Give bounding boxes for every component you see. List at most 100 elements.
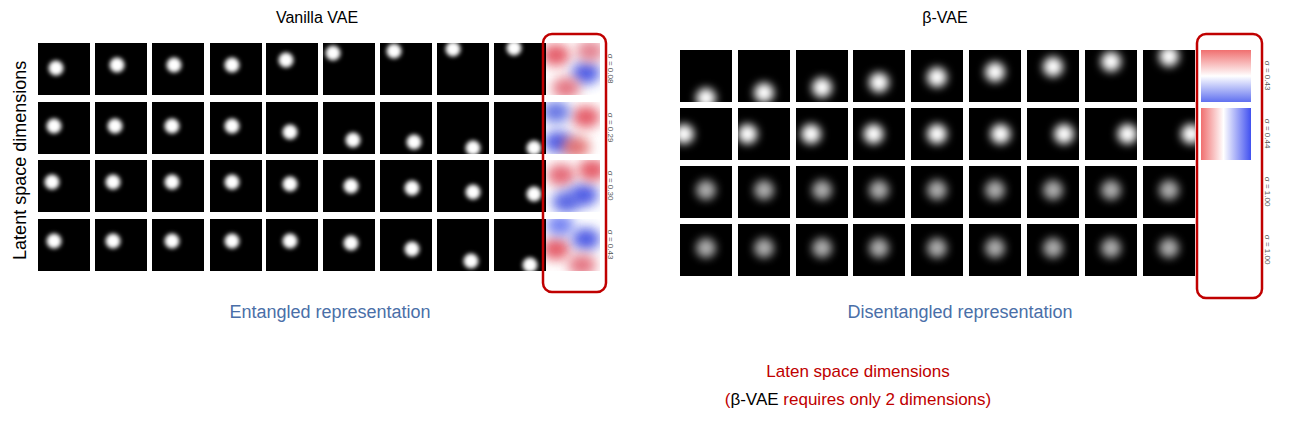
image-ground: [323, 160, 375, 212]
blob: [812, 238, 832, 258]
image-ground: [152, 219, 204, 271]
blob: [812, 180, 832, 200]
sample-image: [738, 166, 790, 218]
panel-title: Vanilla VAE: [276, 9, 358, 27]
image-ground: [323, 102, 375, 154]
sigma-value: σ = 0.29: [606, 113, 615, 143]
image-ground: [95, 160, 147, 212]
sample-image: [911, 50, 963, 102]
heat-blob: [572, 106, 600, 128]
blob: [1101, 52, 1121, 72]
blob: [466, 141, 481, 155]
blob: [754, 238, 774, 258]
blob: [225, 58, 240, 73]
note-part: (: [725, 390, 731, 409]
heat-blob: [572, 228, 600, 250]
blob: [1159, 180, 1179, 200]
heat-blob: [546, 102, 570, 123]
blob: [1043, 180, 1063, 200]
representation-caption: Disentangled representation: [847, 302, 1072, 323]
sample-image: [911, 224, 963, 276]
blob: [864, 124, 884, 144]
image-ground: [210, 102, 262, 154]
blob: [387, 44, 402, 59]
sample-image: [1143, 46, 1195, 102]
blob: [869, 238, 889, 258]
sample-image: [1143, 166, 1195, 218]
blob: [1043, 238, 1063, 258]
blob: [1159, 50, 1179, 66]
sample-image: [266, 43, 318, 95]
image-ground: [437, 43, 489, 95]
panel-title: β-VAE: [922, 9, 967, 27]
blob: [165, 234, 180, 249]
image-ground: [1085, 166, 1137, 218]
sample-image: [323, 160, 375, 212]
blob: [344, 236, 359, 251]
sample-image: [323, 43, 375, 95]
sample-image: [1027, 50, 1079, 102]
blob: [405, 242, 420, 257]
blob: [464, 254, 479, 269]
sample-image: [266, 102, 318, 154]
sample-image: [437, 42, 489, 96]
image-ground: [969, 224, 1021, 276]
blob: [927, 67, 947, 87]
image-ground: [95, 219, 147, 271]
sigma-value: σ = 0.30: [606, 171, 615, 201]
heat-blob: [546, 238, 570, 260]
image-ground: [437, 219, 489, 271]
sample-image: [796, 224, 848, 276]
image-ground: [38, 160, 90, 212]
sigma-value: σ = 0.08: [606, 54, 615, 84]
blob: [165, 119, 180, 134]
sample-image: [969, 224, 1021, 276]
heatmap: [546, 219, 600, 271]
sample-image: [853, 224, 905, 276]
image-ground: [380, 219, 432, 271]
heat-blob: [552, 191, 580, 212]
blob: [991, 124, 1011, 144]
sigma-value: σ = 0.43: [606, 230, 615, 260]
blob: [869, 72, 889, 92]
image-ground: [911, 166, 963, 218]
heatmap: [1201, 108, 1251, 160]
image-ground: [1027, 50, 1079, 102]
image-ground: [853, 166, 905, 218]
sample-image: [38, 219, 90, 271]
sample-image: [1027, 166, 1079, 218]
sample-image: [494, 219, 546, 273]
image-ground: [323, 219, 375, 271]
sample-image: [494, 41, 546, 96]
note-text: (β-VAE requires only 2 dimensions): [725, 390, 991, 410]
sample-image: [380, 43, 432, 95]
image-ground: [266, 160, 318, 212]
sample-image: [1085, 166, 1137, 218]
image-ground: [680, 224, 732, 276]
image-ground: [380, 43, 432, 95]
image-ground: [437, 102, 489, 154]
blob: [1101, 180, 1121, 200]
sample-image: [380, 219, 432, 271]
sample-image: [853, 50, 905, 102]
image-ground: [210, 219, 262, 271]
sample-image: [152, 219, 204, 271]
sample-image: [152, 43, 204, 95]
image-ground: [95, 43, 147, 95]
note-part: requires only 2 dimensions): [779, 390, 992, 409]
blob: [1054, 124, 1074, 144]
blob: [407, 135, 422, 150]
blob: [167, 58, 182, 73]
blob: [985, 238, 1005, 258]
blob: [927, 124, 947, 144]
blob: [1118, 124, 1138, 144]
model-name: β-VAE: [730, 390, 778, 409]
image-ground: [1143, 166, 1195, 218]
axis-label: Latent space dimensions: [11, 60, 32, 259]
blob: [1101, 238, 1121, 258]
blob: [45, 175, 60, 190]
heatmap: [546, 102, 600, 154]
sample-image: [323, 219, 375, 271]
note-text: Laten space dimensions: [766, 362, 949, 382]
